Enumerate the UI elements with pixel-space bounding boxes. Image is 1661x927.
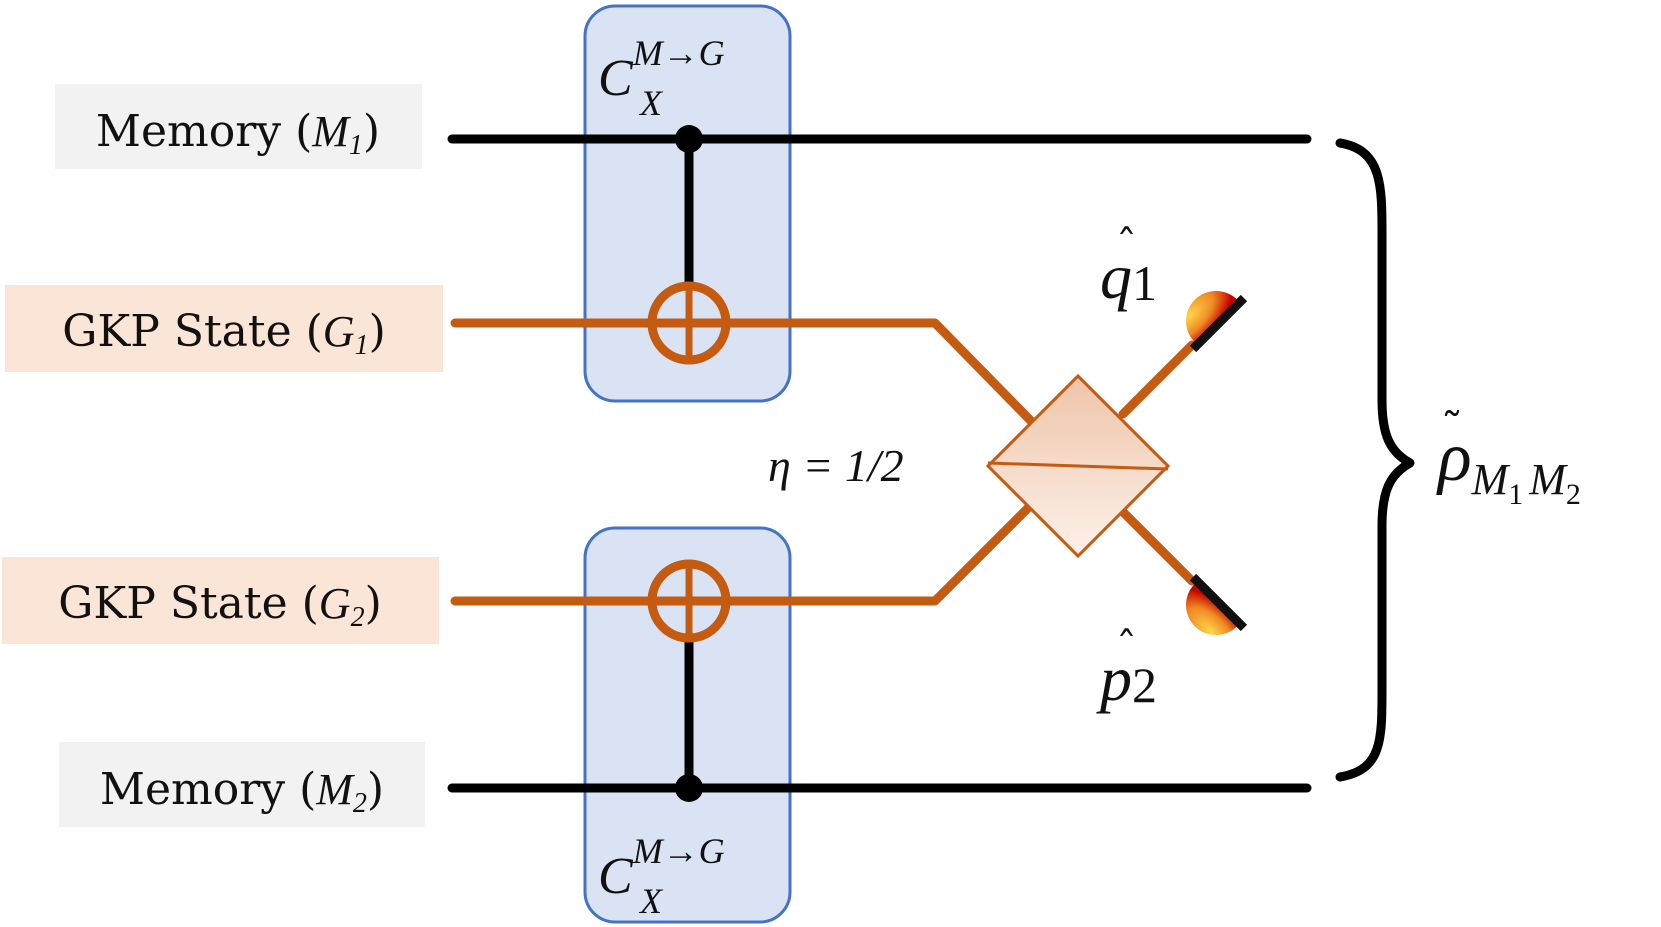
memory-2-label: Memory: [100, 764, 285, 815]
wire-label-gkp-1: GKP State (G1): [5, 285, 443, 372]
wire-label-memory-1: Memory (M1): [55, 84, 422, 169]
svg-text:GKP State (G2): GKP State (G2): [58, 578, 382, 633]
svg-text:Memory (M2): Memory (M2): [100, 764, 384, 819]
gkp-wire-2: [450, 498, 1038, 606]
xor-target-top: [647, 281, 731, 365]
detector-arm-lower: [1118, 507, 1197, 586]
detector-label-upper: q1 ˆ: [1100, 221, 1157, 312]
detector-label-lower: p2 ˆ: [1096, 623, 1157, 714]
control-dot-bottom: [675, 774, 703, 802]
svg-text:p2: p2: [1096, 643, 1157, 714]
gkp-2-label: GKP State: [58, 578, 287, 629]
beam-splitter-eta: η = 1/2: [768, 440, 904, 491]
detector-upper: [1186, 291, 1248, 353]
svg-text:ˆ: ˆ: [1116, 221, 1137, 270]
output-brace: [1335, 138, 1415, 782]
svg-text:˜: ˜: [1441, 404, 1463, 455]
memory-1-label: Memory: [96, 106, 281, 157]
wire-label-gkp-2: GKP State (G2): [2, 557, 439, 644]
wire-label-memory-2: Memory (M2): [59, 742, 425, 827]
detector-lower: [1186, 573, 1248, 635]
gkp-1-label: GKP State: [62, 306, 291, 357]
svg-text:ˆ: ˆ: [1116, 623, 1137, 672]
beam-splitter: [985, 373, 1171, 559]
svg-text:GKP State (G1): GKP State (G1): [62, 306, 386, 361]
xor-target-bottom: [647, 559, 731, 643]
control-dot-top: [675, 125, 703, 153]
svg-text:Memory (M1): Memory (M1): [96, 106, 380, 161]
detector-arm-upper: [1118, 340, 1197, 419]
gkp-wire-1: [450, 318, 1038, 428]
svg-text:q1: q1: [1100, 241, 1157, 312]
